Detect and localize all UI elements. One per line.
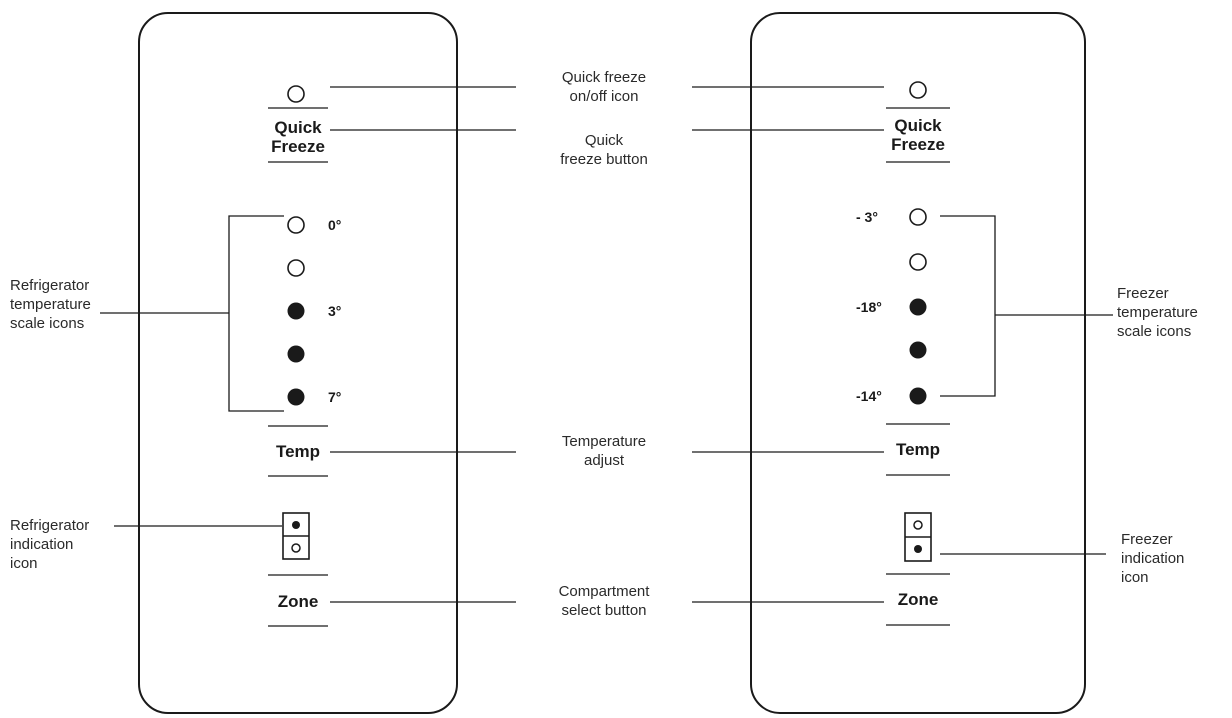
zone-button[interactable]: Zone bbox=[897, 590, 939, 609]
quick-freeze-indicator-icon bbox=[909, 81, 927, 99]
callout-line: indication bbox=[10, 536, 74, 553]
callout-line: Freezer bbox=[1117, 285, 1169, 302]
callout-quick-freeze-button: Quick freeze button bbox=[516, 131, 692, 169]
quick-freeze-label-line2: Freeze bbox=[271, 137, 325, 156]
quick-freeze-indicator-icon bbox=[287, 85, 305, 103]
zone-button[interactable]: Zone bbox=[277, 592, 319, 611]
callout-compartment-select: Compartment select button bbox=[516, 582, 692, 620]
callout-refrigerator-indication: Refrigerator indication icon bbox=[10, 516, 89, 573]
scale-label-3: 3° bbox=[328, 303, 342, 319]
quick-freeze-label-line1: Quick bbox=[894, 116, 942, 135]
callout-quick-freeze-icon: Quick freeze on/off icon bbox=[516, 68, 692, 106]
temp-button[interactable]: Temp bbox=[895, 440, 941, 459]
callout-line: icon bbox=[10, 555, 38, 572]
callout-line: Compartment bbox=[558, 583, 650, 600]
temperature-scale-dot bbox=[287, 259, 305, 277]
scale-label-minus-18: -18° bbox=[856, 299, 882, 315]
temperature-scale-dot bbox=[909, 253, 927, 271]
temperature-scale-dot bbox=[909, 341, 927, 359]
callout-line: temperature bbox=[10, 296, 91, 313]
freezer-control-panel bbox=[750, 12, 1086, 714]
callout-line: Refrigerator bbox=[10, 277, 90, 294]
temperature-scale-dot bbox=[287, 216, 305, 234]
callout-line: Temperature bbox=[561, 433, 647, 450]
refrigerator-control-panel bbox=[138, 12, 458, 714]
scale-label-minus-14: -14° bbox=[856, 388, 882, 404]
callout-freezer-indication: Freezer indication icon bbox=[1121, 530, 1184, 587]
quick-freeze-button[interactable]: Quick Freeze bbox=[884, 116, 952, 154]
temperature-scale-dot bbox=[909, 387, 927, 405]
callout-refrigerator-scale: Refrigerator temperature scale icons bbox=[10, 276, 91, 333]
callout-line: scale icons bbox=[1117, 323, 1192, 340]
temperature-scale-dot bbox=[909, 208, 927, 226]
callout-line: Quick freeze bbox=[561, 69, 647, 86]
scale-label-7: 7° bbox=[328, 389, 342, 405]
callout-line: icon bbox=[1121, 569, 1149, 586]
scale-label-minus-3: - 3° bbox=[856, 209, 878, 225]
quick-freeze-button[interactable]: Quick Freeze bbox=[264, 118, 332, 156]
callout-line: Freezer bbox=[1121, 531, 1173, 548]
callout-freezer-scale: Freezer temperature scale icons bbox=[1117, 284, 1198, 341]
callout-line: scale icons bbox=[10, 315, 85, 332]
temperature-scale-dot bbox=[909, 298, 927, 316]
callout-line: indication bbox=[1121, 550, 1185, 567]
callout-line: adjust bbox=[583, 452, 625, 469]
temperature-scale-dot bbox=[287, 388, 305, 406]
quick-freeze-label-line1: Quick bbox=[274, 118, 322, 137]
callout-line: Refrigerator bbox=[10, 517, 90, 534]
callout-line: select button bbox=[561, 602, 647, 619]
temperature-scale-dot bbox=[287, 345, 305, 363]
callout-line: freeze button bbox=[560, 151, 648, 168]
scale-label-0: 0° bbox=[328, 217, 342, 233]
temp-button[interactable]: Temp bbox=[275, 442, 321, 461]
quick-freeze-label-line2: Freeze bbox=[891, 135, 945, 154]
callout-line: on/off icon bbox=[569, 88, 639, 105]
freezer-indication-icon bbox=[904, 512, 932, 562]
temperature-scale-dot bbox=[287, 302, 305, 320]
callout-temperature-adjust: Temperature adjust bbox=[516, 432, 692, 470]
callout-line: temperature bbox=[1117, 304, 1198, 321]
callout-line: Quick bbox=[584, 132, 624, 149]
refrigerator-indication-icon bbox=[282, 512, 310, 560]
